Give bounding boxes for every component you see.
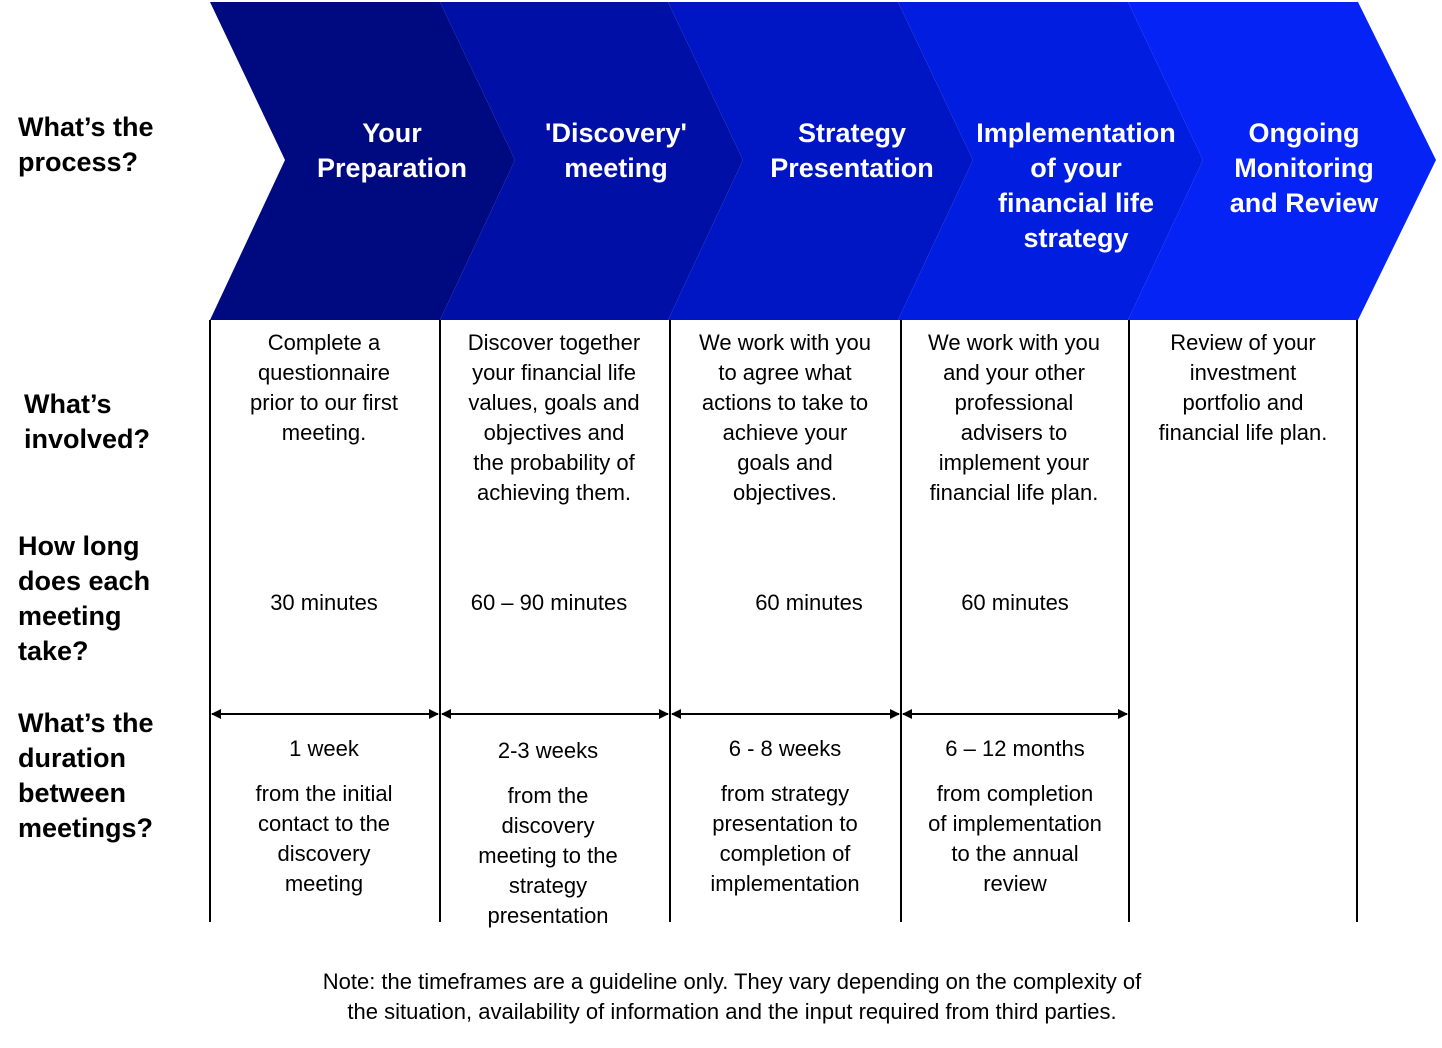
chevron-stage-2 xyxy=(440,2,743,320)
column-divider xyxy=(1356,320,1358,922)
column-divider xyxy=(669,320,671,922)
column-divider xyxy=(209,320,211,922)
stage-2-title: 'Discovery' meeting xyxy=(545,118,687,183)
column-divider xyxy=(439,320,441,922)
stage-1-time: 30 minutes xyxy=(270,590,378,615)
chevron-stage-1 xyxy=(210,2,515,320)
stage-4-involved: We work with you and your other professi… xyxy=(928,330,1100,505)
duration-3-period: 6 - 8 weeks xyxy=(728,736,842,761)
chevron-stage-5 xyxy=(1128,2,1436,320)
stage-3-title: Strategy Presentation xyxy=(770,118,934,183)
row-label-involved: What’s involved? xyxy=(24,389,151,454)
row-label-how-long: How long does each meeting take? xyxy=(18,531,151,666)
duration-1-period: 1 week xyxy=(289,736,359,761)
column-divider xyxy=(900,320,902,922)
stage-2-time: 60 – 90 minutes xyxy=(470,590,628,615)
duration-3-desc: from strategy presentation to completion… xyxy=(710,781,860,896)
duration-2-desc: from the discovery meeting to the strate… xyxy=(478,783,618,928)
process-chevrons xyxy=(210,2,1436,320)
duration-4-period: 6 – 12 months xyxy=(945,736,1085,761)
column-divider xyxy=(1128,320,1130,922)
stage-3-time: 60 minutes xyxy=(755,590,863,615)
duration-1-desc: from the initial contact to the discover… xyxy=(255,781,393,896)
footnote: Note: the timeframes are a guideline onl… xyxy=(322,969,1142,1024)
stage-5-involved: Review of your investment portfolio and … xyxy=(1158,330,1328,445)
duration-4-desc: from completion of implementation to the… xyxy=(928,781,1102,896)
duration-2-period: 2-3 weeks xyxy=(497,738,599,763)
stage-1-involved: Complete a questionnaire prior to our fi… xyxy=(250,330,398,445)
chevron-stage-3 xyxy=(668,2,973,320)
stage-1-title: Your Preparation xyxy=(316,118,468,183)
stage-3-involved: We work with you to agree what actions t… xyxy=(699,330,871,505)
row-label-process: What’s the process? xyxy=(18,112,154,177)
stage-4-time: 60 minutes xyxy=(961,590,1069,615)
row-label-duration: What’s the duration between meetings? xyxy=(18,708,154,843)
chevron-stage-4 xyxy=(898,2,1203,320)
stage-2-involved: Discover together your financial life va… xyxy=(467,330,641,505)
stage-5-title: Ongoing Monitoring and Review xyxy=(1229,118,1379,218)
stage-4-title: Implementation of your financial life st… xyxy=(976,118,1176,253)
